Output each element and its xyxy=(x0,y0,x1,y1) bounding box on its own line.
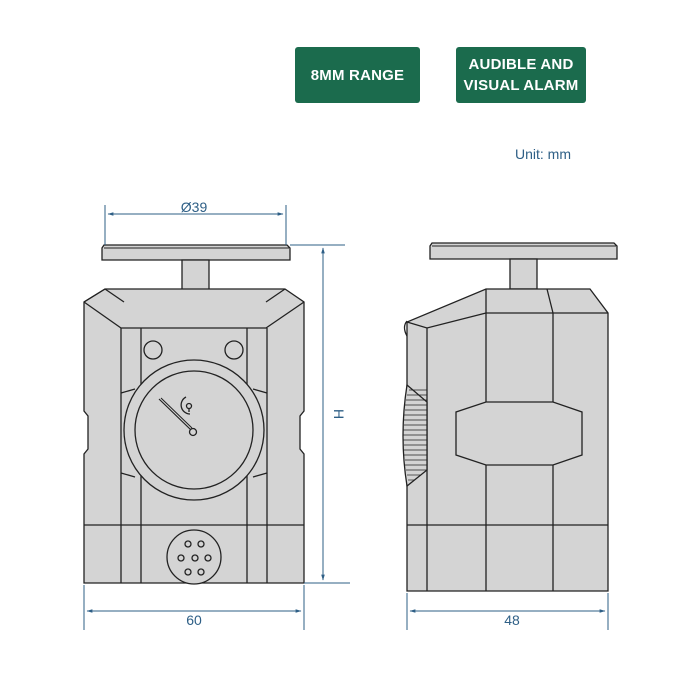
plate-icon xyxy=(101,244,291,261)
plate-diameter-label: Ø39 xyxy=(181,199,208,215)
alarm-badge: AUDIBLE AND VISUAL ALARM xyxy=(456,47,586,103)
dimension-lines xyxy=(83,205,609,630)
needle-pivot-icon xyxy=(188,427,198,437)
stem-icon xyxy=(181,259,210,291)
height-label: H xyxy=(331,409,347,419)
screw-icon xyxy=(224,340,244,360)
screw-icon xyxy=(143,340,163,360)
front-width-label: 60 xyxy=(186,612,202,628)
range-badge: 8MM RANGE xyxy=(295,47,420,103)
collar-icon xyxy=(455,401,583,466)
side-width-label: 48 xyxy=(504,612,520,628)
needle-icon xyxy=(158,398,192,431)
speaker-icon xyxy=(166,529,222,585)
unit-label: Unit: mm xyxy=(515,146,571,162)
sub-dial-icon xyxy=(180,396,191,415)
front-view xyxy=(83,244,305,585)
side-view xyxy=(402,242,618,592)
knurled-knob-icon xyxy=(402,383,428,488)
